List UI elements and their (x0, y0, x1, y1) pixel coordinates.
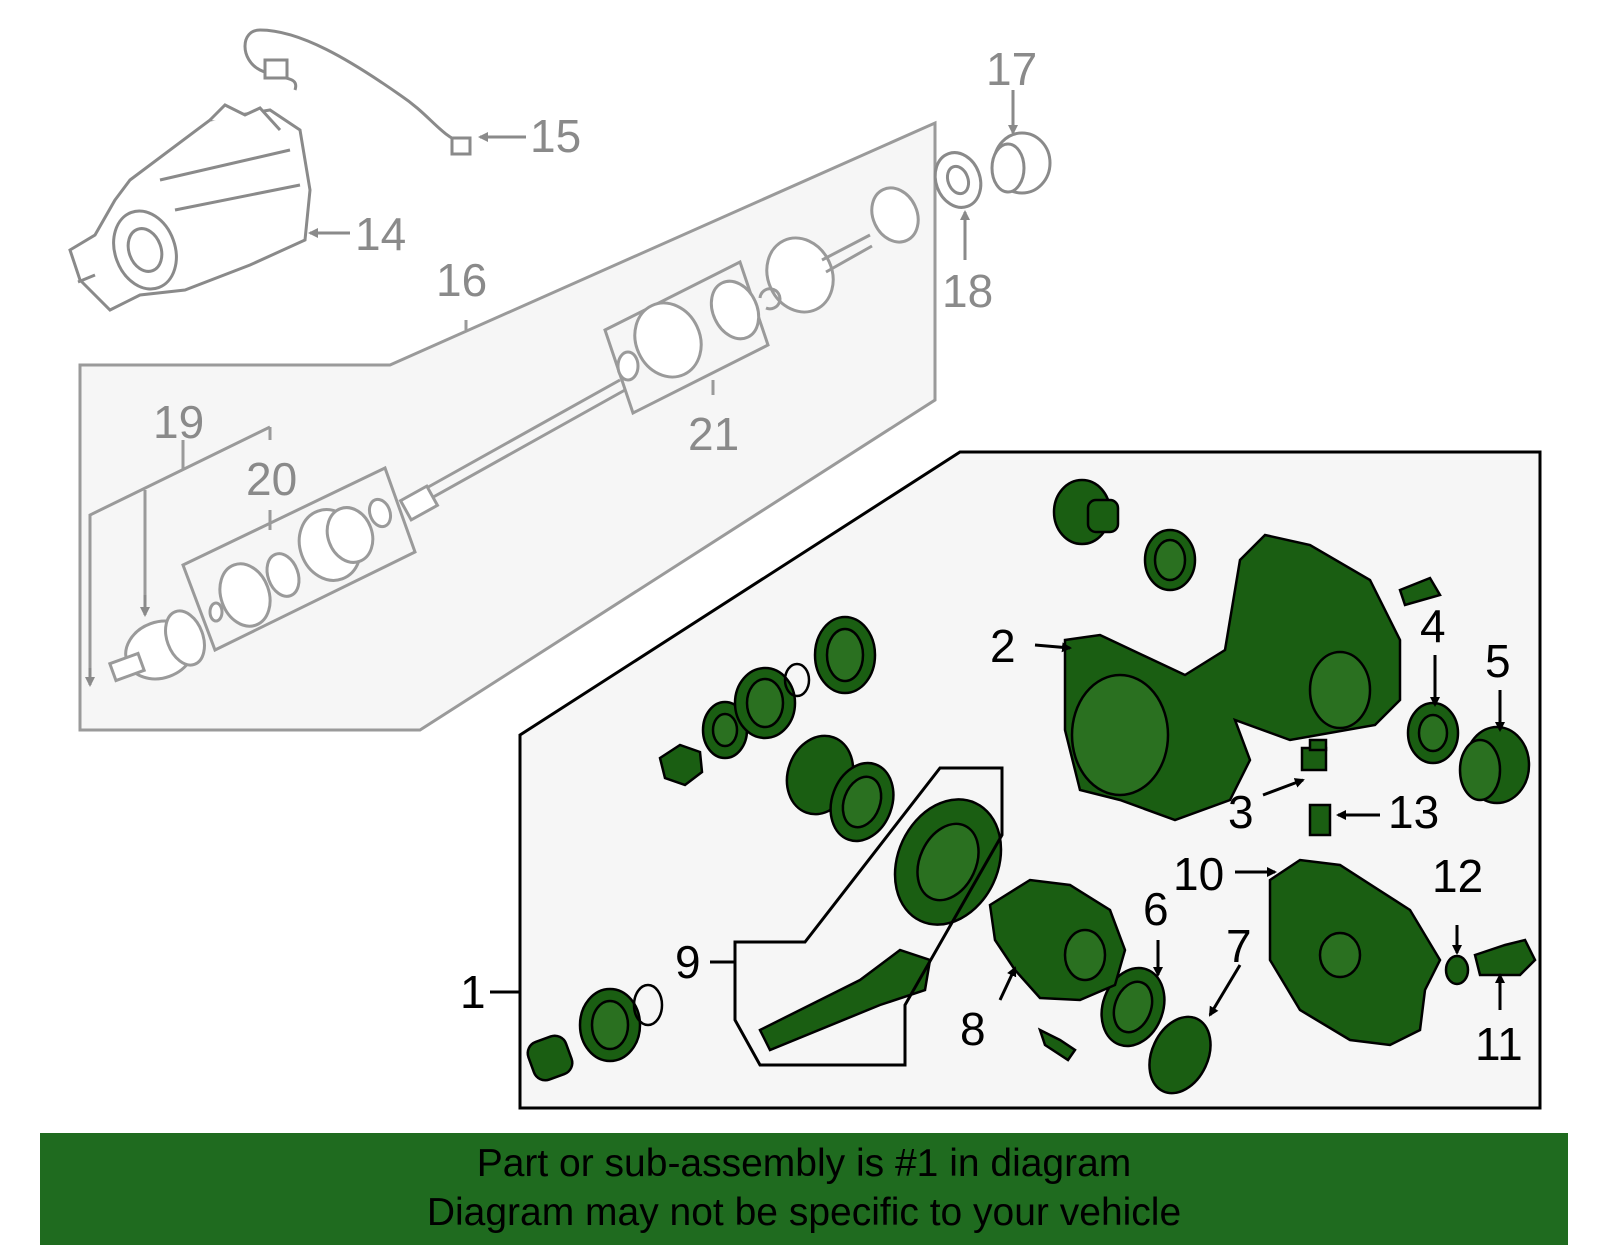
axle-shaft (404, 378, 626, 512)
callouts: 1 2 3 4 5 6 7 8 9 10 11 12 13 14 15 16 1… (153, 43, 1523, 1070)
callout-2: 2 (990, 620, 1016, 672)
gear-set-box-9 (733, 766, 1004, 1067)
plug-3 (1300, 746, 1328, 772)
bolt-11 (1473, 938, 1537, 977)
callout-8: 8 (960, 1003, 986, 1055)
seal-7 (1148, 1015, 1212, 1095)
callout-21: 21 (688, 408, 739, 460)
banner-line-2: Diagram may not be specific to your vehi… (426, 1191, 1182, 1234)
callout-1: 1 (460, 966, 486, 1018)
callout-19: 19 (153, 396, 204, 448)
callout-17: 17 (986, 43, 1037, 95)
callout-4: 4 (1420, 600, 1446, 652)
highlighted-parts (526, 478, 1537, 1095)
callout-16: 16 (436, 254, 487, 306)
plug-13 (1308, 803, 1332, 837)
callout-5: 5 (1485, 635, 1511, 687)
info-banner: Part or sub-assembly is #1 in diagram Di… (40, 1133, 1568, 1245)
axle-shaft-group (78, 120, 937, 732)
leader-lines-gray (85, 90, 1018, 687)
seal-18 (933, 151, 983, 209)
callout-11: 11 (1475, 1018, 1523, 1070)
uncolored-rings (632, 662, 811, 1027)
callout-6: 6 (1143, 883, 1169, 935)
actuator-14 (68, 103, 312, 312)
o-ring-12 (1444, 954, 1470, 986)
callout-3: 3 (1228, 786, 1254, 838)
callout-20: 20 (246, 453, 297, 505)
callout-9: 9 (675, 936, 701, 988)
callout-14: 14 (355, 208, 406, 260)
wire-harness-15 (243, 28, 472, 156)
cap-17 (990, 131, 1052, 195)
callout-18: 18 (942, 265, 993, 317)
callout-7: 7 (1226, 920, 1252, 972)
callout-10: 10 (1173, 848, 1224, 900)
leader-lines-black (490, 642, 1505, 1017)
callout-13: 13 (1388, 786, 1439, 838)
banner-line-1: Part or sub-assembly is #1 in diagram (476, 1142, 1132, 1185)
pinion-shaft (758, 948, 932, 1052)
callout-12: 12 (1432, 850, 1483, 902)
callout-15: 15 (530, 110, 581, 162)
